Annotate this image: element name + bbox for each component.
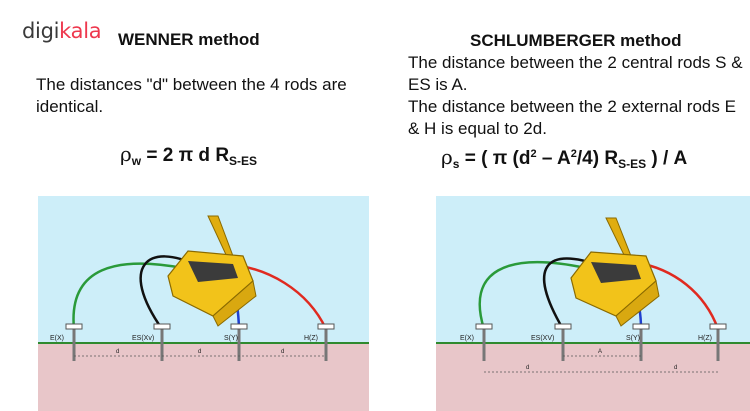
wenner-title: WENNER method — [118, 30, 260, 49]
earth-tester-device — [167, 215, 257, 327]
rod-label-e: E(X) — [460, 335, 474, 342]
rod-label-h: H(Z) — [698, 335, 712, 342]
schlumberger-description: The distance between the 2 central rods … — [408, 52, 748, 140]
dim-label-d: d — [116, 349, 119, 355]
schlumberger-description-line2: The distance between the 2 external rods… — [408, 97, 736, 138]
wenner-diagram: E(X) ES(Xv) S(Y) H(Z) d d d — [38, 196, 369, 411]
rho-symbol: ρ — [120, 142, 132, 166]
rod-e — [475, 323, 493, 361]
dim-label-d: d — [281, 349, 284, 355]
formula-part: – A — [536, 148, 571, 169]
ground — [38, 343, 369, 411]
wenner-description: The distances "d" between the 4 rods are… — [36, 75, 347, 116]
dim-label-d: d — [674, 365, 677, 371]
rod-label-es: ES(Xv) — [132, 335, 154, 342]
rod-h — [317, 323, 335, 361]
formula-part: /4) R — [576, 148, 619, 169]
formula-subscript: w — [131, 154, 142, 168]
logo-text-part2: kala — [59, 19, 102, 43]
schlumberger-description-line1: The distance between the 2 central rods … — [408, 53, 743, 94]
rod-h — [709, 323, 727, 361]
brand-logo: digikala — [22, 19, 102, 43]
formula-subscript: S-ES — [618, 157, 647, 171]
schlumberger-formula: ρs = ( π (d2 – A2/4) RS-ES ) / A — [441, 145, 687, 171]
dim-label-d: d — [526, 365, 529, 371]
formula-body: = 2 π d R — [146, 145, 230, 166]
ground — [436, 343, 750, 411]
schlumberger-title: SCHLUMBERGER method — [470, 31, 682, 50]
schlumberger-diagram: E(X) ES(XV) S(Y) H(Z) A d d — [436, 196, 750, 411]
rod-label-e: E(X) — [50, 335, 64, 342]
formula-subscript: S-ES — [229, 154, 258, 168]
rho-symbol: ρ — [441, 145, 453, 169]
wenner-formula: ρw = 2 π d RS-ES — [120, 142, 257, 168]
dim-label-d: d — [198, 349, 201, 355]
rod-label-h: H(Z) — [304, 335, 318, 342]
formula-subscript: s — [452, 157, 460, 171]
formula-superscript: 2 — [570, 148, 577, 160]
dim-label-a: A — [598, 349, 602, 355]
wire-green — [72, 262, 184, 330]
logo-text-part1: digi — [22, 19, 60, 43]
formula-part: ) / A — [646, 148, 688, 169]
rod-label-es: ES(XV) — [531, 335, 554, 342]
rod-label-s: S(Y) — [224, 335, 238, 342]
rod-label-s: S(Y) — [626, 335, 640, 342]
formula-part: = ( π (d — [464, 148, 531, 169]
earth-tester-device — [570, 217, 660, 327]
wire-green — [478, 260, 587, 330]
formula-superscript: 2 — [530, 148, 537, 160]
